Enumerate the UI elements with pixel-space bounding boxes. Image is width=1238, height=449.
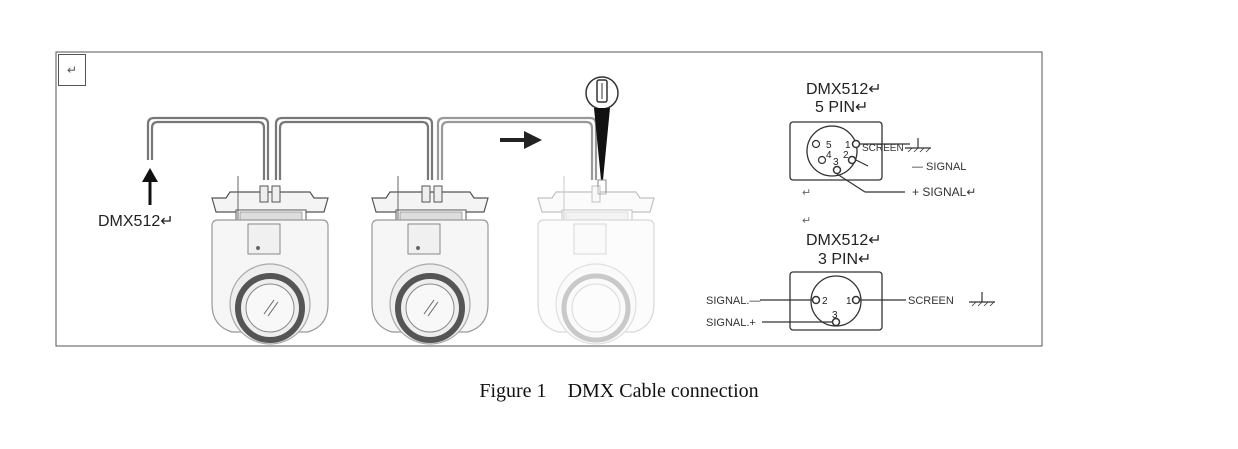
pin3-signal-plus-label: SIGNAL.+ [706, 317, 756, 329]
pin5-return-mark: ↵ [802, 187, 811, 199]
pin5-signal-minus-label: — SIGNAL [912, 161, 966, 173]
paragraph-mark-box: ↵ [58, 54, 86, 86]
pin5-return-mark-2: ↵ [802, 215, 811, 227]
pin5-number-2: 2 [843, 150, 849, 161]
fixture-3 [537, 176, 655, 345]
pin3-number-3: 3 [832, 310, 838, 321]
pin3-number-2: 2 [822, 296, 828, 307]
pin5-screen-label: SCREEN [862, 143, 904, 154]
figure-number: Figure 1 [479, 380, 547, 402]
pin3-signal-minus-label: SIGNAL.— [706, 295, 760, 307]
figure-caption: Figure 1 DMX Cable connection [0, 380, 1238, 403]
pin5-number-5: 5 [826, 140, 832, 151]
diagram-frame [55, 51, 1043, 347]
pin5-connector [789, 121, 931, 193]
pin3-connector [760, 271, 995, 331]
pin5-number-3: 3 [833, 157, 839, 168]
pin5-signal-plus-label: + SIGNAL↵ [912, 185, 976, 199]
pin5-number-4: 4 [826, 150, 832, 161]
fixture-2 [371, 176, 489, 345]
direction-arrow [500, 131, 542, 149]
pin5-subtitle: 5 PIN↵ [815, 99, 868, 116]
return-mark: ↵ [66, 63, 78, 77]
input-arrow [142, 168, 158, 205]
pin3-title: DMX512↵ [806, 232, 882, 249]
input-label: DMX512↵ [98, 213, 174, 230]
pin3-screen-label: SCREEN [908, 295, 954, 307]
dmx-cables [146, 116, 598, 180]
pin5-title: DMX512↵ [806, 81, 882, 98]
pin3-subtitle: 3 PIN↵ [818, 251, 871, 268]
pin5-number-1: 1 [845, 140, 851, 151]
terminator-plug [585, 76, 619, 195]
figure-caption-text: DMX Cable connection [567, 380, 759, 402]
pin3-number-1: 1 [846, 296, 852, 307]
fixture-1 [211, 176, 329, 345]
